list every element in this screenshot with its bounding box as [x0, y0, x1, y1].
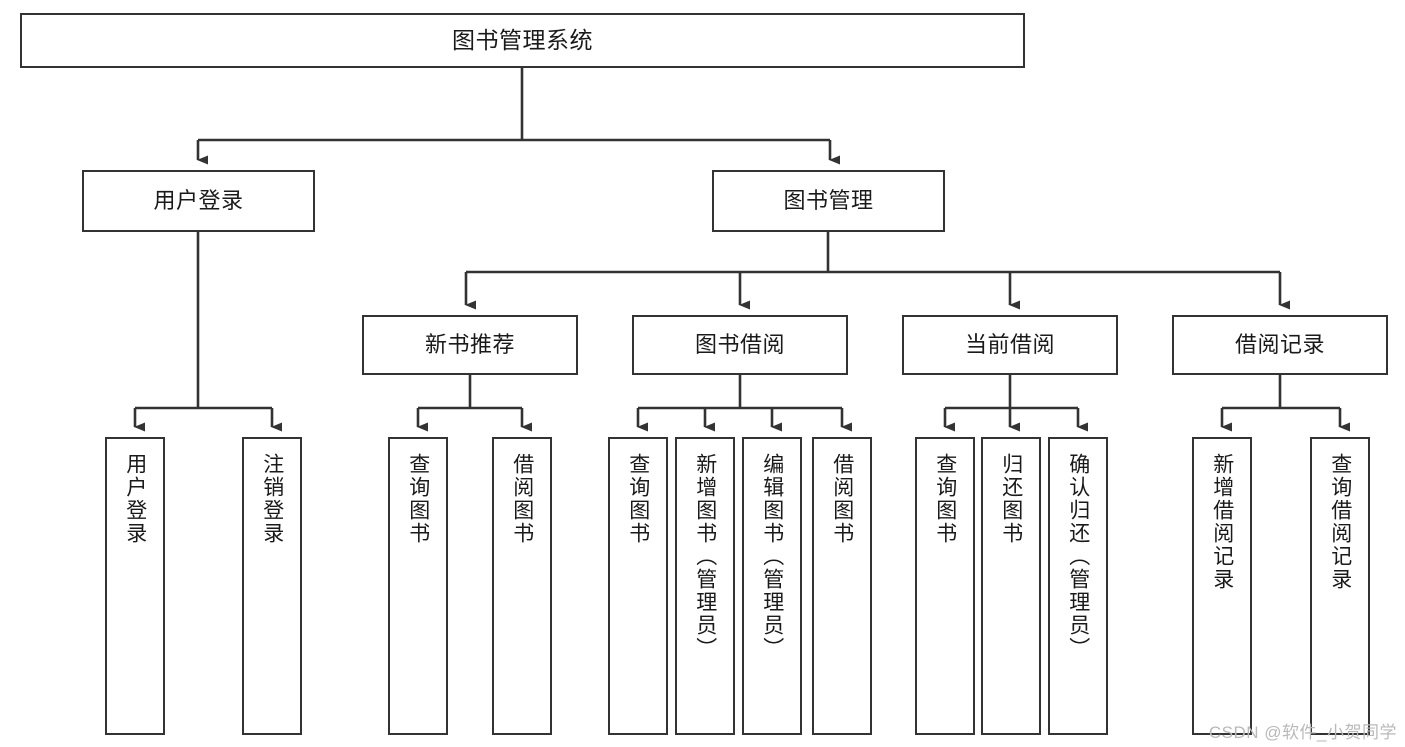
leaf-new-book-borrow[interactable]: 借阅图书 [492, 437, 552, 735]
leaf-current-borrow-query[interactable]: 查询图书 [915, 437, 975, 735]
node-root-book-management-system[interactable]: 图书管理系统 [20, 13, 1025, 68]
csdn-watermark: CSDN @软件_小贺同学 [1208, 723, 1397, 742]
node-current-borrow[interactable]: 当前借阅 [902, 315, 1118, 375]
leaf-user-login-signout[interactable]: 注销登录 [242, 437, 302, 735]
node-label: 图书借阅 [694, 332, 785, 358]
node-label: 用户登录 [153, 188, 244, 214]
node-label: 查询图书 [933, 453, 957, 545]
node-label: 编辑图书（管理员） [760, 453, 784, 660]
node-label: 图书管理系统 [452, 27, 593, 54]
node-label: 图书管理 [783, 188, 874, 214]
leaf-current-borrow-return[interactable]: 归还图书 [981, 437, 1041, 735]
node-label: 查询借阅记录 [1328, 453, 1352, 591]
node-label: 新增借阅记录 [1210, 453, 1234, 591]
leaf-book-borrow-query[interactable]: 查询图书 [608, 437, 668, 735]
node-label: 归还图书 [999, 453, 1023, 545]
leaf-book-borrow-add[interactable]: 新增图书（管理员） [675, 437, 735, 735]
node-label: 借阅图书 [510, 453, 534, 545]
node-book-borrow[interactable]: 图书借阅 [632, 315, 848, 375]
node-book-management[interactable]: 图书管理 [712, 170, 945, 232]
node-label: 新增图书（管理员） [693, 453, 717, 660]
leaf-user-login-signin[interactable]: 用户登录 [105, 437, 165, 735]
node-new-book-recommend[interactable]: 新书推荐 [362, 315, 578, 375]
node-user-login[interactable]: 用户登录 [82, 170, 315, 232]
leaf-borrow-record-query[interactable]: 查询借阅记录 [1310, 437, 1370, 735]
node-label: 新书推荐 [424, 332, 515, 358]
node-label: 查询图书 [626, 453, 650, 545]
node-label: 注销登录 [260, 453, 284, 545]
node-label: 借阅记录 [1234, 332, 1325, 358]
leaf-current-borrow-confirm-return[interactable]: 确认归还（管理员） [1048, 437, 1108, 735]
node-label: 确认归还（管理员） [1066, 453, 1090, 660]
leaf-book-borrow-edit[interactable]: 编辑图书（管理员） [742, 437, 802, 735]
node-label: 查询图书 [406, 453, 430, 545]
leaf-new-book-query[interactable]: 查询图书 [388, 437, 448, 735]
leaf-book-borrow-borrow[interactable]: 借阅图书 [812, 437, 872, 735]
node-label: 用户登录 [123, 453, 147, 545]
node-borrow-record[interactable]: 借阅记录 [1172, 315, 1388, 375]
node-label: 借阅图书 [830, 453, 854, 545]
node-label: 当前借阅 [964, 332, 1055, 358]
leaf-borrow-record-add[interactable]: 新增借阅记录 [1192, 437, 1252, 735]
